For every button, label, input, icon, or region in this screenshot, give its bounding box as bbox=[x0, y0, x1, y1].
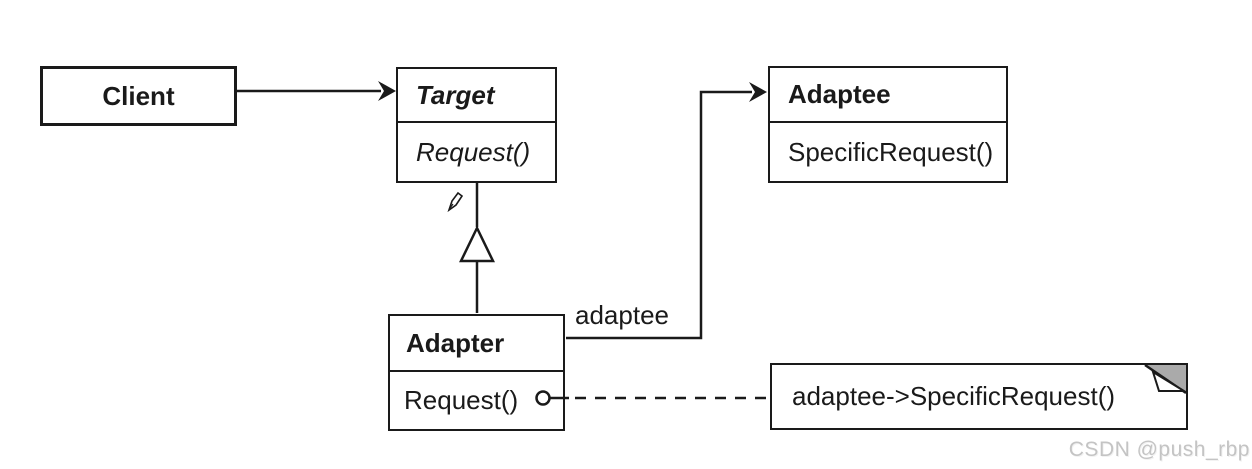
class-name-target: Target bbox=[398, 69, 555, 123]
class-box-adaptee: Adaptee SpecificRequest() bbox=[768, 66, 1008, 183]
watermark-text: CSDN @push_rbp bbox=[1068, 438, 1250, 461]
adapter-target-generalization bbox=[459, 183, 495, 313]
request-note-link bbox=[535, 390, 768, 406]
solid-arrowhead-icon bbox=[749, 82, 767, 102]
class-box-client: Client bbox=[40, 66, 237, 126]
client-target-association bbox=[237, 81, 396, 101]
method-adapter-request: Request() bbox=[404, 385, 519, 415]
note-box: adaptee->SpecificRequest() bbox=[770, 363, 1188, 430]
pen-cursor-icon bbox=[447, 191, 464, 213]
class-name-adaptee: Adaptee bbox=[770, 68, 1006, 123]
class-box-target: Target Request() bbox=[396, 67, 557, 183]
method-target-request: Request() bbox=[416, 136, 531, 167]
class-name-client: Client bbox=[102, 80, 175, 111]
inheritance-triangle-icon bbox=[459, 225, 495, 263]
method-adaptee-specificrequest: SpecificRequest() bbox=[788, 136, 994, 167]
association-label: adaptee bbox=[575, 300, 669, 330]
solid-arrowhead-icon bbox=[378, 81, 396, 101]
class-name-adapter: Adapter bbox=[390, 316, 563, 372]
note-text: adaptee->SpecificRequest() bbox=[792, 381, 1116, 411]
class-box-adapter: Adapter Request() bbox=[388, 314, 565, 431]
